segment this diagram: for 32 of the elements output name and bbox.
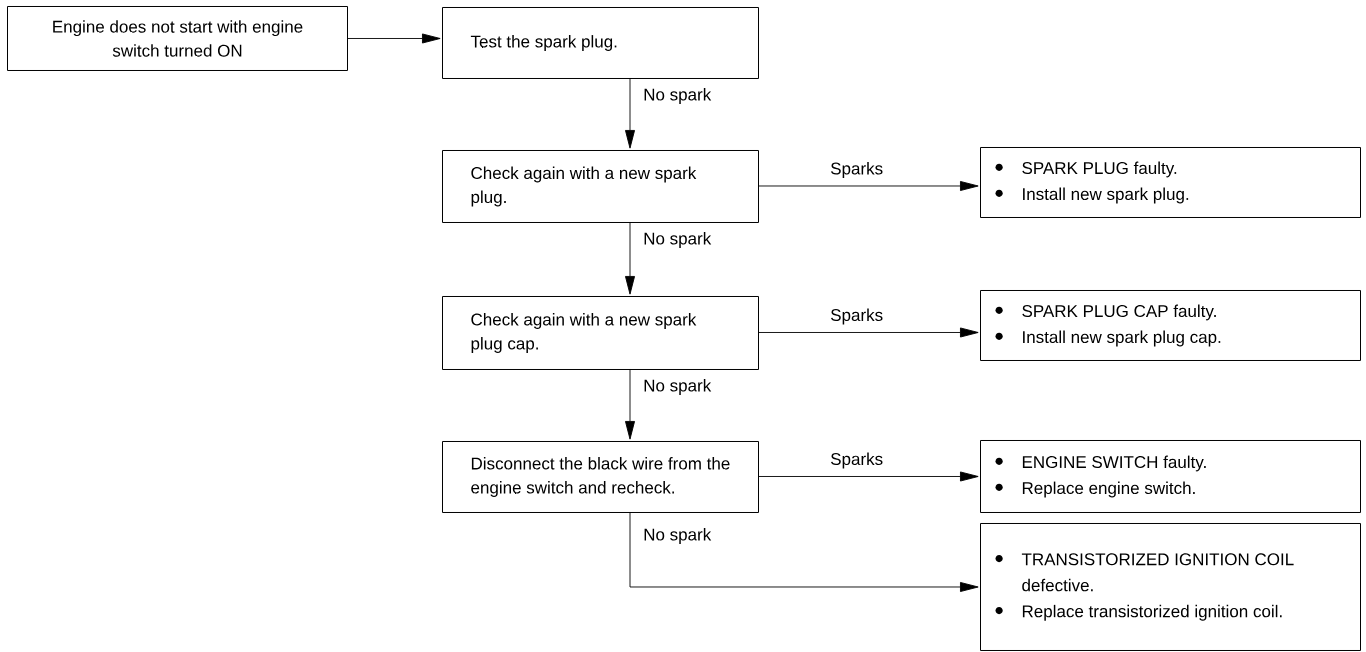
arrow	[625, 368, 635, 440]
edge-label: Sparks	[829, 307, 885, 326]
bullet-text: TRANSISTORIZED IGNITION COIL defective.	[1021, 553, 1294, 592]
arrow	[758, 471, 979, 482]
bullet-text: Replace transistorized ignition coil.	[1022, 604, 1282, 621]
edge-label: No spark	[642, 378, 713, 396]
process-box: Disconnect the black wire from the engine switch and recheck.	[442, 441, 759, 513]
process-box: Test the spark plug.	[442, 7, 759, 79]
edge-label: No spark	[642, 231, 713, 249]
result-box	[980, 440, 1361, 513]
bullet-text: SPARK PLUG CAP faulty.	[1022, 304, 1216, 321]
bullet-text: Install new spark plug.	[1023, 187, 1189, 204]
result-box	[980, 290, 1361, 361]
bullet-text: ENGINE SWITCH faulty.	[1022, 455, 1206, 472]
start-box: Engine does not start with engine switch turned ON	[7, 6, 348, 71]
arrow	[625, 221, 635, 295]
edge-label: No spark	[642, 87, 713, 105]
edge-label: Sparks	[829, 161, 885, 179]
bullet-text: Install new spark plug cap.	[1023, 330, 1221, 347]
result-box	[980, 523, 1361, 651]
edge-label: Sparks	[829, 451, 885, 470]
arrow	[347, 33, 441, 44]
process-box: Check again with a new spark plug.	[442, 150, 759, 223]
arrow	[758, 327, 979, 338]
bullet-text: SPARK PLUG faulty.	[1022, 161, 1177, 178]
edge-label: No spark	[642, 527, 713, 545]
bullet-text: Replace engine switch.	[1022, 481, 1195, 498]
arrow	[625, 77, 635, 149]
arrow	[629, 511, 979, 592]
arrow	[758, 181, 979, 191]
result-box	[980, 147, 1361, 218]
process-box: Check again with a new spark plug cap.	[442, 296, 759, 370]
